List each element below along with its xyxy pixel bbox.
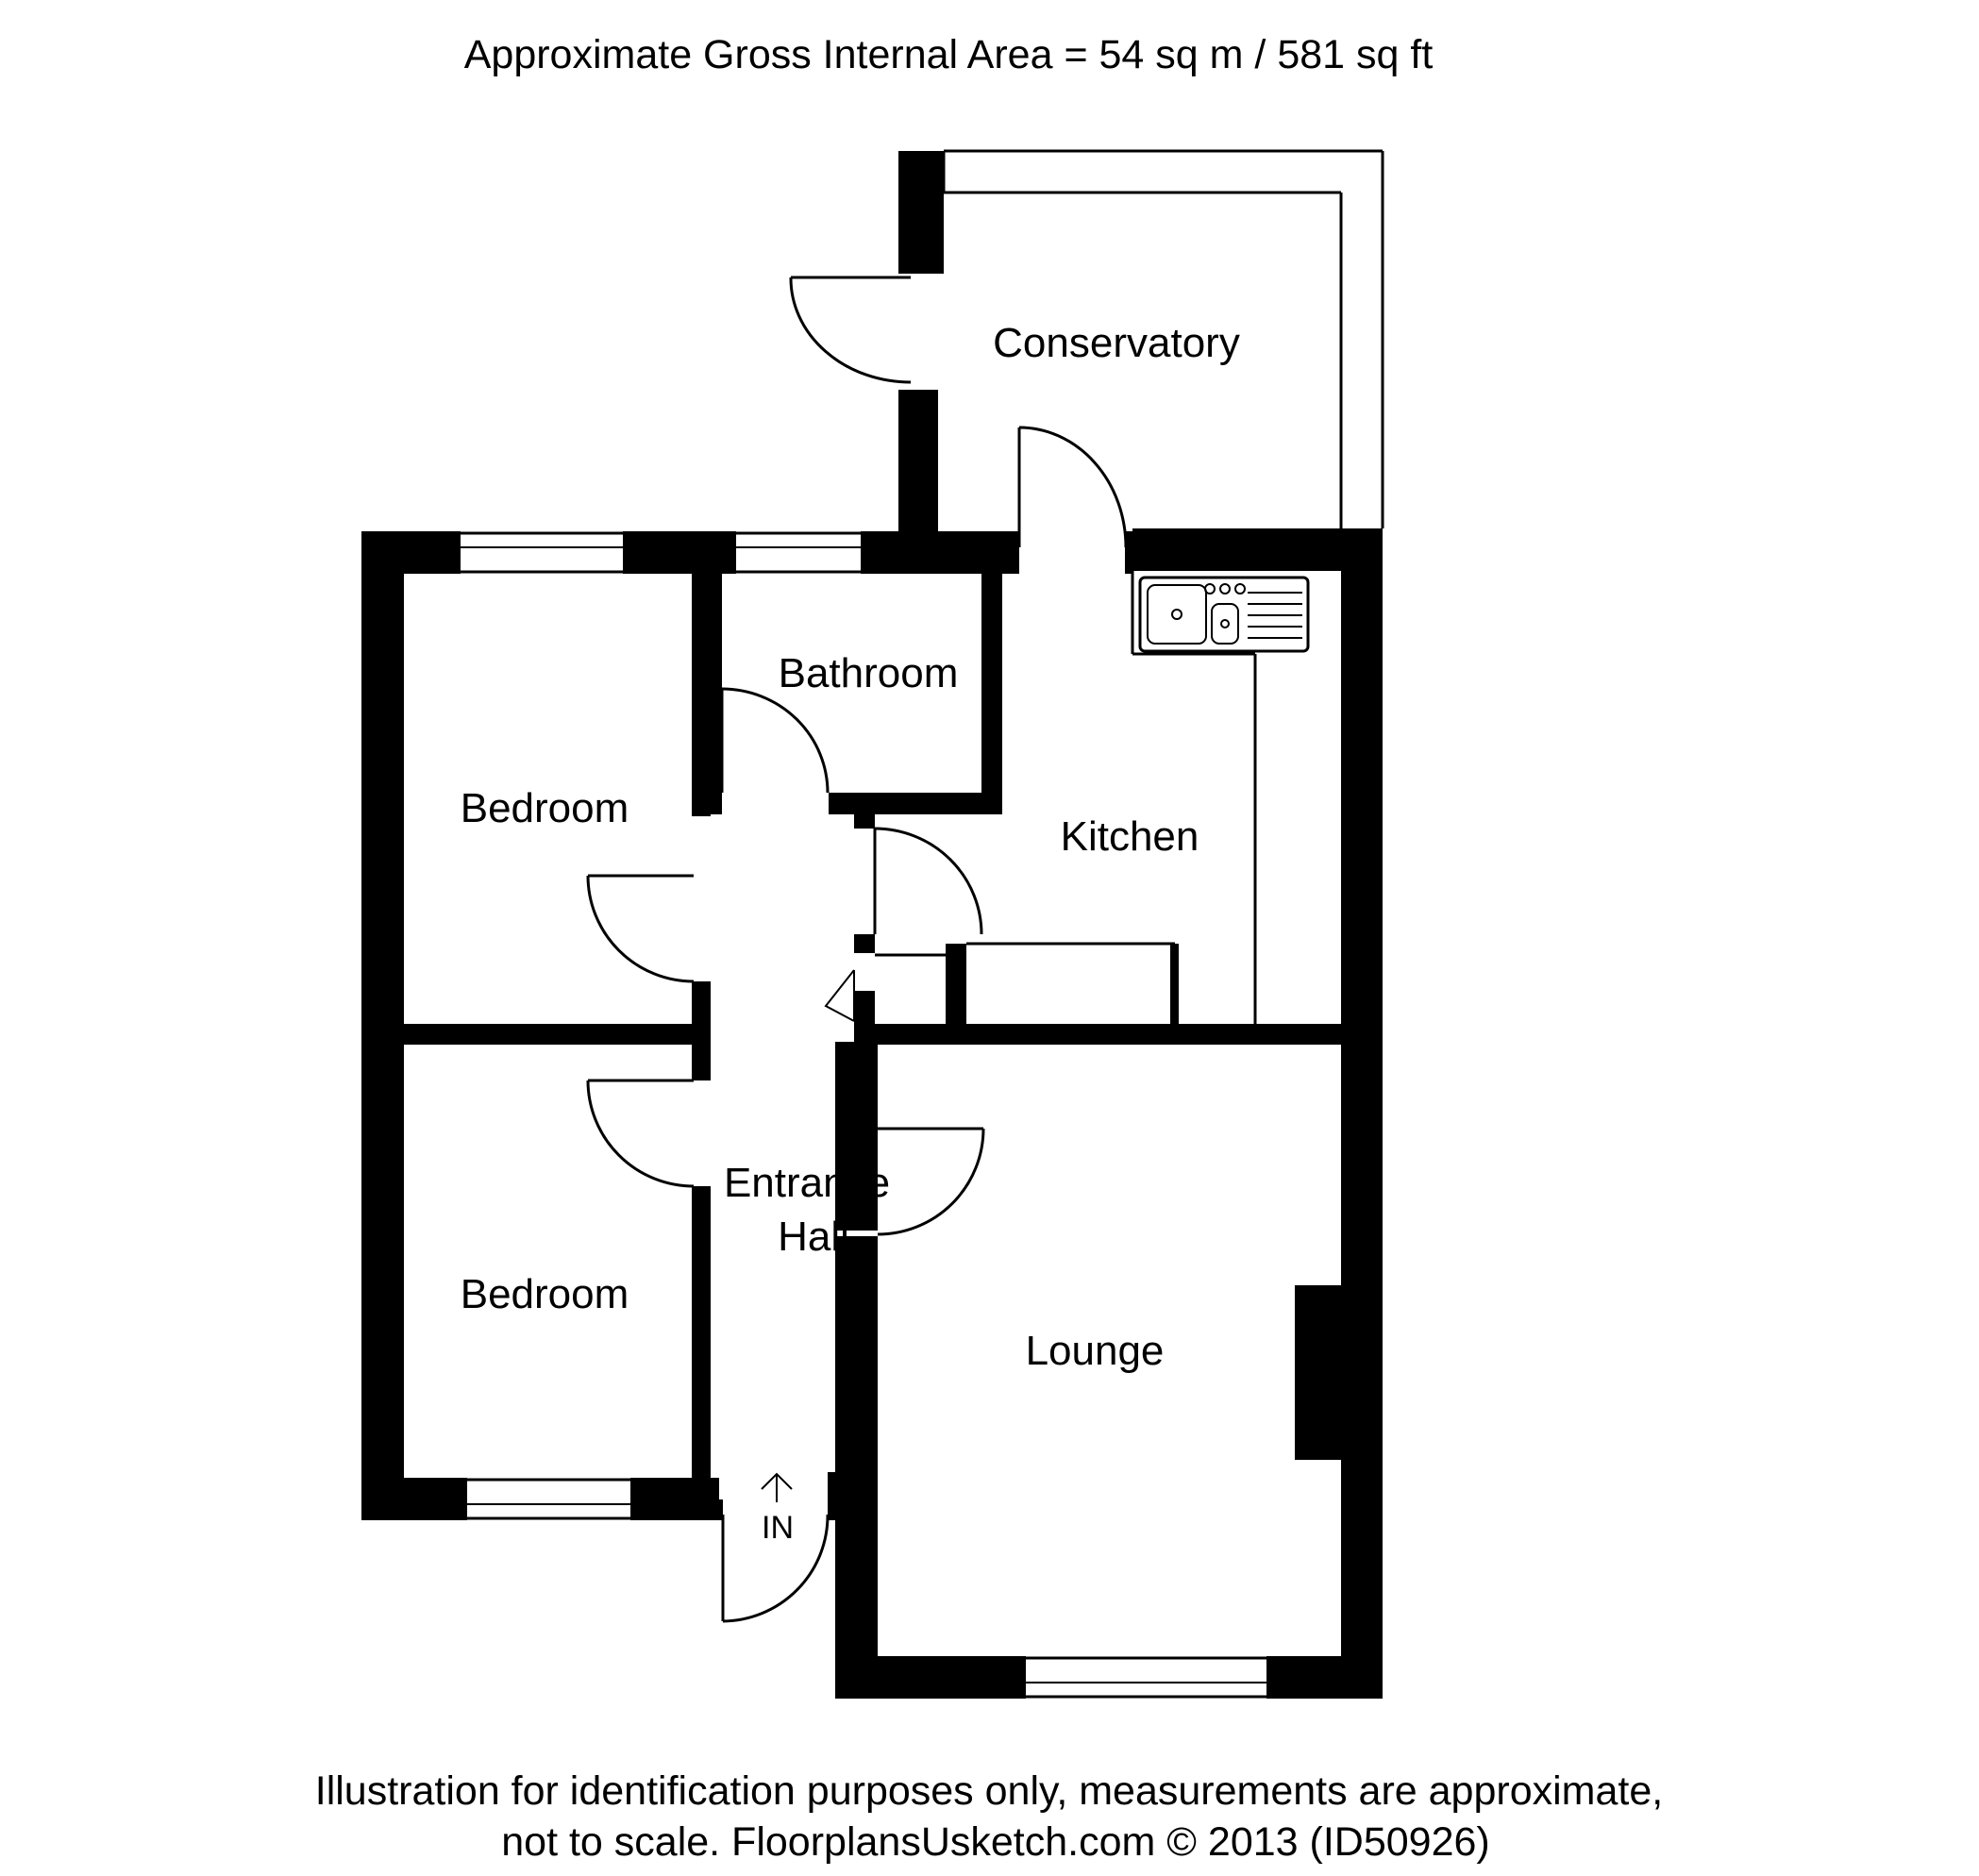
disclaimer-line-2: not to scale. FloorplansUsketch.com © 20… — [501, 1819, 1489, 1865]
kitchen-hall-door — [873, 827, 983, 935]
kitchen-conservatory-door — [1012, 426, 1132, 574]
room-label-bedroom-upper: Bedroom — [461, 785, 629, 831]
room-label-entrance-hall-line1: Entrance — [724, 1160, 890, 1206]
disclaimer-line-1: Illustration for identification purposes… — [315, 1768, 1663, 1814]
outer-walls — [361, 528, 1383, 1699]
bathroom-door — [720, 687, 830, 794]
room-label-kitchen: Kitchen — [1061, 813, 1199, 860]
front-door — [711, 1472, 837, 1623]
kitchen-worktop — [1131, 571, 1257, 1024]
conservatory-structure — [898, 149, 1384, 533]
room-label-bedroom-lower: Bedroom — [461, 1271, 629, 1317]
lounge-door — [877, 1127, 985, 1236]
bedroom-upper-door — [586, 874, 695, 983]
room-label-lounge: Lounge — [1026, 1328, 1165, 1374]
window-bedroom-upper — [461, 531, 623, 574]
internal-walls — [404, 574, 1341, 1482]
kitchen-sink-icon — [1138, 576, 1310, 653]
room-label-conservatory: Conservatory — [993, 320, 1240, 366]
window-bedroom-lower — [467, 1478, 630, 1520]
entry-label: IN — [762, 1510, 794, 1546]
room-label-entrance-hall-line2: Hall — [778, 1214, 849, 1260]
cupboard-door — [824, 969, 855, 1022]
entry-arrow-icon — [761, 1472, 793, 1502]
window-bathroom — [736, 531, 861, 574]
room-label-bathroom: Bathroom — [779, 650, 959, 696]
gross-area-caption: Approximate Gross Internal Area = 54 sq … — [464, 32, 1434, 77]
bedroom-lower-door — [586, 1079, 695, 1188]
window-lounge — [1026, 1656, 1266, 1699]
conservatory-door — [789, 276, 912, 384]
